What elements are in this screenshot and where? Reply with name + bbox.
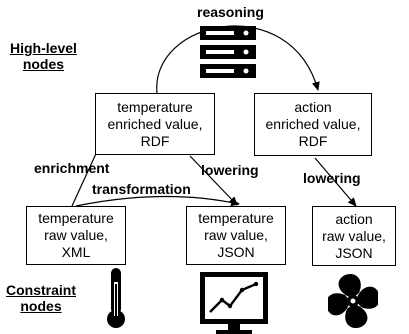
- node-temperature-enriched-rdf: temperature enriched value, RDF: [95, 93, 215, 155]
- transformation-label: transformation: [92, 181, 191, 197]
- node-action-enriched-rdf: action enriched value, RDF: [254, 93, 372, 156]
- high-level-nodes-label: High-level nodes: [10, 40, 77, 72]
- enrichment-label: enrichment: [34, 160, 110, 176]
- server-rack-icon: [200, 26, 256, 78]
- reasoning-label: reasoning: [197, 4, 264, 20]
- constraint-nodes-label: Constraint nodes: [6, 282, 76, 314]
- node-action-raw-json: action raw value, JSON: [312, 206, 396, 266]
- lowering-label-action: lowering: [303, 170, 361, 186]
- fan-icon: [328, 273, 378, 329]
- thermometer-icon: [107, 268, 125, 328]
- lowering-arrow-action: [314, 157, 357, 207]
- node-temperature-raw-xml: temperature raw value, XML: [26, 206, 126, 265]
- lowering-arrow-temperature: [189, 155, 238, 206]
- lowering-label-temperature: lowering: [201, 162, 259, 178]
- node-temperature-raw-json: temperature raw value, JSON: [186, 206, 286, 265]
- line-chart-monitor-icon: [200, 272, 268, 334]
- transformation-arrow: [75, 195, 240, 207]
